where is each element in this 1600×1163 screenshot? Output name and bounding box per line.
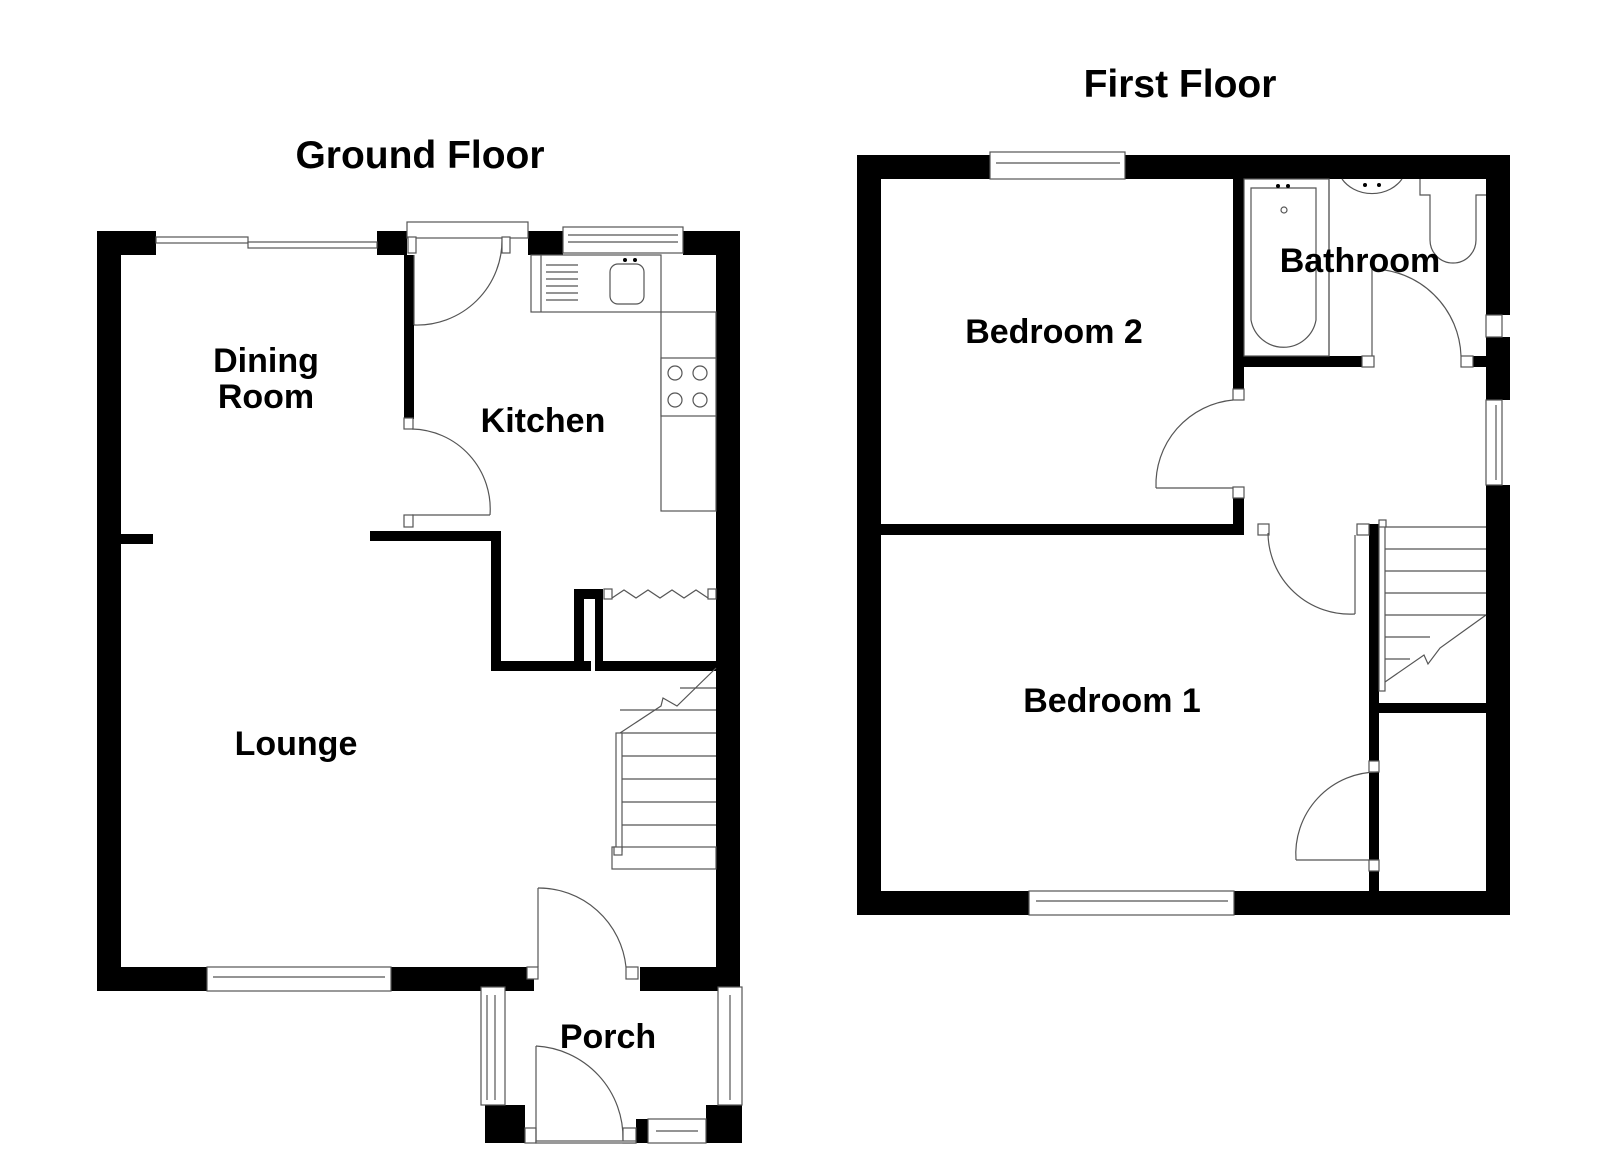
basin-icon	[1341, 178, 1403, 195]
ground-floor-plan: Ground Floor	[97, 134, 743, 1144]
room-label-bedroom1: Bedroom 1	[1023, 682, 1201, 720]
landing-window	[1485, 399, 1503, 486]
room-label-lounge: Lounge	[235, 725, 358, 763]
kitchen-sink-icon	[609, 263, 645, 305]
first-floor-walls	[857, 155, 1510, 915]
first-floor-title: First Floor	[1084, 63, 1277, 106]
hob-icon	[660, 357, 717, 417]
bathroom-fixtures	[1243, 178, 1486, 357]
porch-windows	[480, 986, 743, 1144]
porch-front-door	[524, 1045, 637, 1144]
bedroom1-door	[1257, 523, 1370, 615]
cupboard-door	[1295, 760, 1380, 872]
first-floor-stairs	[1378, 519, 1487, 692]
bedroom2-door	[1155, 388, 1245, 499]
ground-floor-walls	[97, 231, 742, 1143]
room-label-dining-line1: Dining	[213, 342, 319, 380]
dining-kitchen-door	[403, 417, 491, 528]
bathtub-icon	[1250, 187, 1317, 348]
patio-sliding-door	[155, 236, 378, 249]
ground-floor-title: Ground Floor	[295, 134, 544, 177]
drainer	[546, 264, 578, 301]
bathroom-window	[1485, 314, 1503, 338]
bathroom-door	[1361, 268, 1474, 368]
room-label-bathroom: Bathroom	[1280, 242, 1441, 280]
toilet-icon	[1419, 179, 1486, 264]
room-label-porch: Porch	[560, 1018, 656, 1056]
room-label-dining-line2: Room	[218, 378, 314, 416]
kitchen-units	[530, 254, 717, 512]
ground-floor-stairs	[611, 667, 717, 870]
kitchen-back-door	[406, 221, 529, 326]
first-floor-windows	[989, 151, 1503, 916]
room-label-kitchen: Kitchen	[481, 402, 606, 440]
kitchen-window	[562, 226, 684, 254]
room-label-bedroom2: Bedroom 2	[965, 313, 1143, 351]
first-floor-plan: First Floor	[857, 63, 1510, 916]
porch-inner-door	[526, 887, 639, 980]
bifold-cupboard-door	[603, 588, 717, 600]
lounge-window	[206, 966, 392, 992]
